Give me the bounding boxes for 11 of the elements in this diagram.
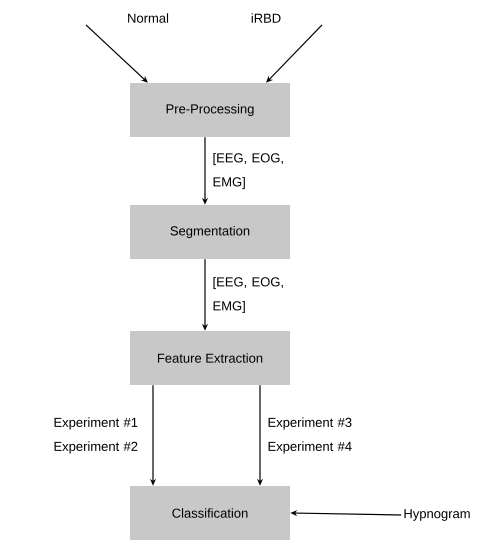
edge-label: Experiment #1 Experiment #2 — [54, 417, 138, 454]
input-label: iRBD — [252, 13, 281, 23]
edge-label: [EEG, EOG, EMG] — [213, 276, 283, 314]
edge-label: Experiment #3 Experiment #4 — [268, 417, 352, 454]
input-label: Hypnogram — [404, 509, 470, 521]
edge-label: [EEG, EOG, EMG] — [213, 152, 283, 190]
process-box: Segmentation — [130, 205, 290, 259]
process-box: Classification — [130, 486, 290, 540]
process-box: Pre-Processing — [130, 83, 290, 137]
input-label: Normal — [128, 13, 168, 23]
process-box: Feature Extraction — [130, 331, 290, 385]
